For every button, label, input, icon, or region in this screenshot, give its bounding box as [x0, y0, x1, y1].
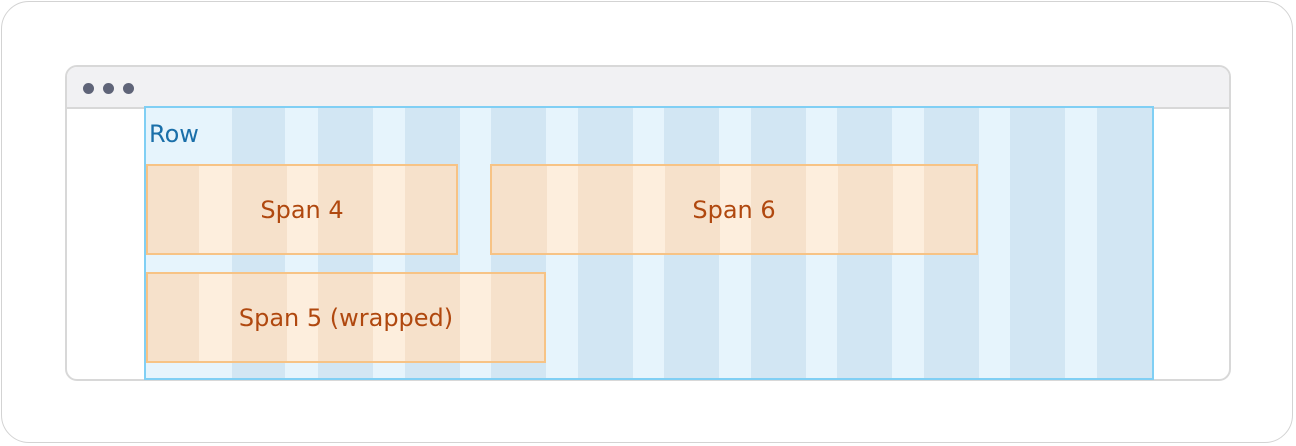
window-dot-icon — [83, 83, 94, 94]
span-6-block: Span 6 — [490, 164, 978, 255]
span-5-wrapped-block: Span 5 (wrapped) — [146, 272, 546, 363]
span-column — [232, 166, 287, 253]
span-column — [838, 166, 893, 253]
span-column — [318, 274, 373, 361]
span-4-label: Span 4 — [260, 195, 344, 224]
span-column — [492, 166, 547, 253]
span-column — [578, 166, 633, 253]
grid-column — [1097, 108, 1152, 378]
span-column — [405, 166, 456, 253]
span-4-block: Span 4 — [146, 164, 458, 255]
span-column — [148, 166, 199, 253]
span-column — [148, 274, 199, 361]
span-column — [924, 166, 976, 253]
span-column — [232, 274, 287, 361]
span-column — [318, 166, 373, 253]
browser-titlebar — [67, 67, 1229, 109]
span-column — [665, 166, 720, 253]
span-column — [491, 274, 544, 361]
span-6-label: Span 6 — [692, 195, 776, 224]
span-column — [405, 274, 460, 361]
window-dot-icon — [103, 83, 114, 94]
span-5-wrapped-label: Span 5 (wrapped) — [238, 303, 454, 332]
span-column — [751, 166, 806, 253]
grid-column — [1010, 108, 1065, 378]
window-dot-icon — [123, 83, 134, 94]
row-label: Row — [149, 120, 199, 148]
